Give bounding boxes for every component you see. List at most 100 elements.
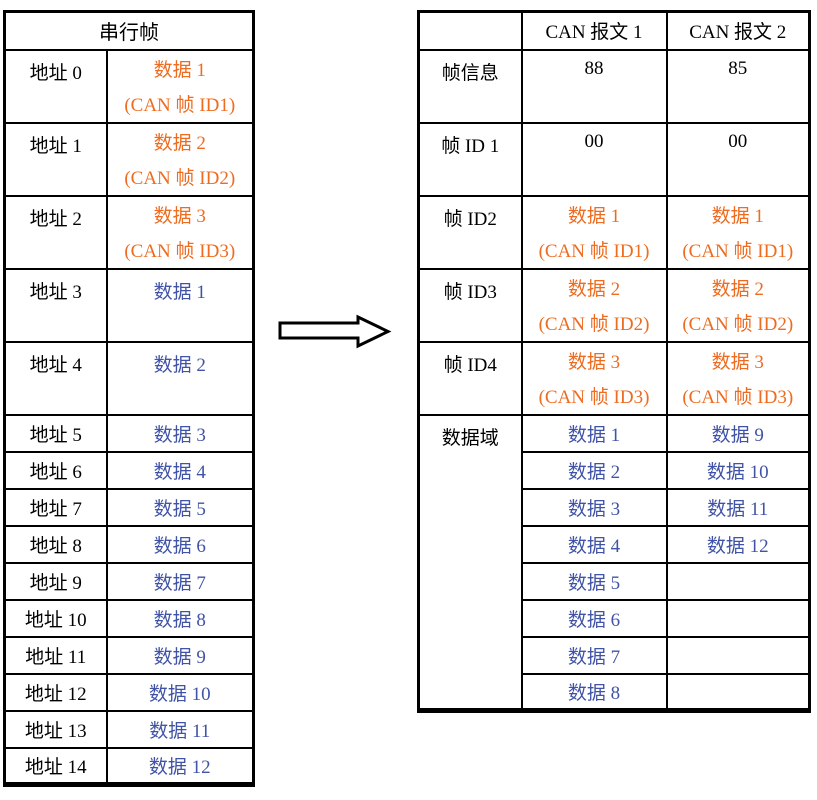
data-cell: 数据 2 (CAN 帧 ID2) (105, 121, 255, 197)
table-row: 数据 3 数据 11 (419, 487, 811, 527)
data-note: (CAN 帧 ID1) (682, 240, 794, 262)
address-label: 地址 10 (3, 598, 108, 638)
address-label: 地址 4 (3, 340, 108, 416)
address-label: 地址 6 (3, 450, 108, 490)
address-label: 地址 5 (3, 413, 108, 453)
data-cell: 88 (520, 48, 668, 124)
data-cell (665, 672, 811, 712)
data-value: 数据 1 (153, 59, 206, 81)
data-cell: 00 (665, 121, 811, 197)
data-value: 数据 2 (711, 278, 764, 300)
column-header-can2: CAN 报文 2 (665, 10, 811, 51)
data-cell: 数据 10 (665, 450, 811, 490)
data-cell: 数据 12 (665, 524, 811, 564)
data-cell: 85 (665, 48, 811, 124)
address-label: 地址 1 (3, 121, 108, 197)
address-label: 地址 12 (3, 672, 108, 712)
data-cell: 数据 12 (105, 746, 255, 786)
right-block-arrow-icon (278, 314, 392, 349)
data-note: (CAN 帧 ID1) (124, 94, 236, 116)
table-row: 地址 9 数据 7 (3, 561, 255, 601)
address-label: 地址 2 (3, 194, 108, 270)
data-note: (CAN 帧 ID3) (124, 240, 236, 262)
corner-cell (417, 10, 523, 51)
data-note: (CAN 帧 ID2) (682, 313, 794, 335)
table-row: 地址 12 数据 10 (3, 672, 255, 712)
data-note: (CAN 帧 ID1) (538, 240, 650, 262)
data-cell (665, 635, 811, 675)
table-row: 数据 5 (419, 561, 811, 601)
data-cell: 数据 2 (CAN 帧 ID2) (665, 267, 811, 343)
table-row: 数据 8 (419, 672, 811, 712)
table-row: 帧 ID3 数据 2 (CAN 帧 ID2) 数据 2 (CAN 帧 ID2) (417, 267, 811, 343)
table-row: 地址 10 数据 8 (3, 598, 255, 638)
data-cell: 数据 6 (105, 524, 255, 564)
data-cell: 数据 2 (520, 450, 668, 490)
table-row: 地址 1 数据 2 (CAN 帧 ID2) (3, 121, 255, 197)
data-cell: 数据 3 (520, 487, 668, 527)
field-label: 帧 ID 1 (417, 121, 523, 197)
address-label: 地址 14 (3, 746, 108, 786)
table-row: 地址 5 数据 3 (3, 413, 255, 453)
table-row: 帧 ID 1 00 00 (417, 121, 811, 197)
data-cell (665, 598, 811, 638)
data-cell: 数据 5 (520, 561, 668, 601)
address-label: 地址 13 (3, 709, 108, 749)
address-label: 地址 0 (3, 48, 108, 124)
address-label: 地址 11 (3, 635, 108, 675)
data-cell: 数据 7 (520, 635, 668, 675)
field-label: 帧 ID2 (417, 194, 523, 270)
table-row: 数据 7 (419, 635, 811, 675)
table-row: 数据 4 数据 12 (419, 524, 811, 564)
table-row: 地址 6 数据 4 (3, 450, 255, 490)
data-value: 数据 3 (153, 205, 206, 227)
address-label: 地址 9 (3, 561, 108, 601)
data-cell: 数据 1 (520, 413, 668, 453)
data-value: 数据 2 (153, 132, 206, 154)
serial-table-title: 串行帧 (3, 10, 255, 51)
data-cell: 数据 4 (520, 524, 668, 564)
data-cell: 数据 9 (665, 413, 811, 453)
table-row: 帧信息 88 85 (417, 48, 811, 124)
data-cell: 数据 11 (665, 487, 811, 527)
data-cell: 数据 9 (105, 635, 255, 675)
table-row: 帧 ID2 数据 1 (CAN 帧 ID1) 数据 1 (CAN 帧 ID1) (417, 194, 811, 270)
data-note: (CAN 帧 ID3) (538, 386, 650, 408)
data-cell: 数据 3 (CAN 帧 ID3) (665, 340, 811, 416)
data-value: 数据 1 (711, 205, 764, 227)
column-header-can1: CAN 报文 1 (520, 10, 668, 51)
table-row: 地址 14 数据 12 (3, 746, 255, 786)
data-cell: 数据 1 (CAN 帧 ID1) (105, 48, 255, 124)
table-row: 帧 ID4 数据 3 (CAN 帧 ID3) 数据 3 (CAN 帧 ID3) (417, 340, 811, 416)
table-row: CAN 报文 1 CAN 报文 2 (417, 10, 811, 51)
table-row: 串行帧 (3, 10, 255, 51)
data-note: (CAN 帧 ID2) (538, 313, 650, 335)
table-row: 数据 6 (419, 598, 811, 638)
data-note: (CAN 帧 ID2) (124, 167, 236, 189)
data-cell: 数据 4 (105, 450, 255, 490)
field-label: 帧 ID4 (417, 340, 523, 416)
data-cell: 数据 1 (105, 267, 255, 343)
table-row: 地址 13 数据 11 (3, 709, 255, 749)
data-value: 数据 2 (567, 278, 621, 300)
data-cell: 数据 1 (CAN 帧 ID1) (520, 194, 668, 270)
table-row: 数据 2 数据 10 (419, 450, 811, 490)
table-row: 地址 3 数据 1 (3, 267, 255, 343)
address-label: 地址 7 (3, 487, 108, 527)
field-label: 帧 ID3 (417, 267, 523, 343)
data-note: (CAN 帧 ID3) (682, 386, 794, 408)
data-cell: 数据 3 (CAN 帧 ID3) (520, 340, 668, 416)
field-label: 帧信息 (417, 48, 523, 124)
can-message-table: CAN 报文 1 CAN 报文 2 帧信息 88 85 帧 ID 1 00 00… (417, 10, 811, 713)
data-cell: 数据 8 (520, 672, 668, 712)
data-value: 数据 1 (567, 205, 621, 227)
data-cell: 00 (520, 121, 668, 197)
serial-frame-table: 串行帧 地址 0 数据 1 (CAN 帧 ID1) 地址 1 数据 2 (CAN… (3, 10, 255, 787)
data-cell: 数据 2 (105, 340, 255, 416)
data-cell: 数据 10 (105, 672, 255, 712)
field-label-data-domain: 数据域 (417, 413, 523, 712)
address-label: 地址 3 (3, 267, 108, 343)
data-value: 数据 3 (567, 351, 621, 373)
data-cell: 数据 11 (105, 709, 255, 749)
